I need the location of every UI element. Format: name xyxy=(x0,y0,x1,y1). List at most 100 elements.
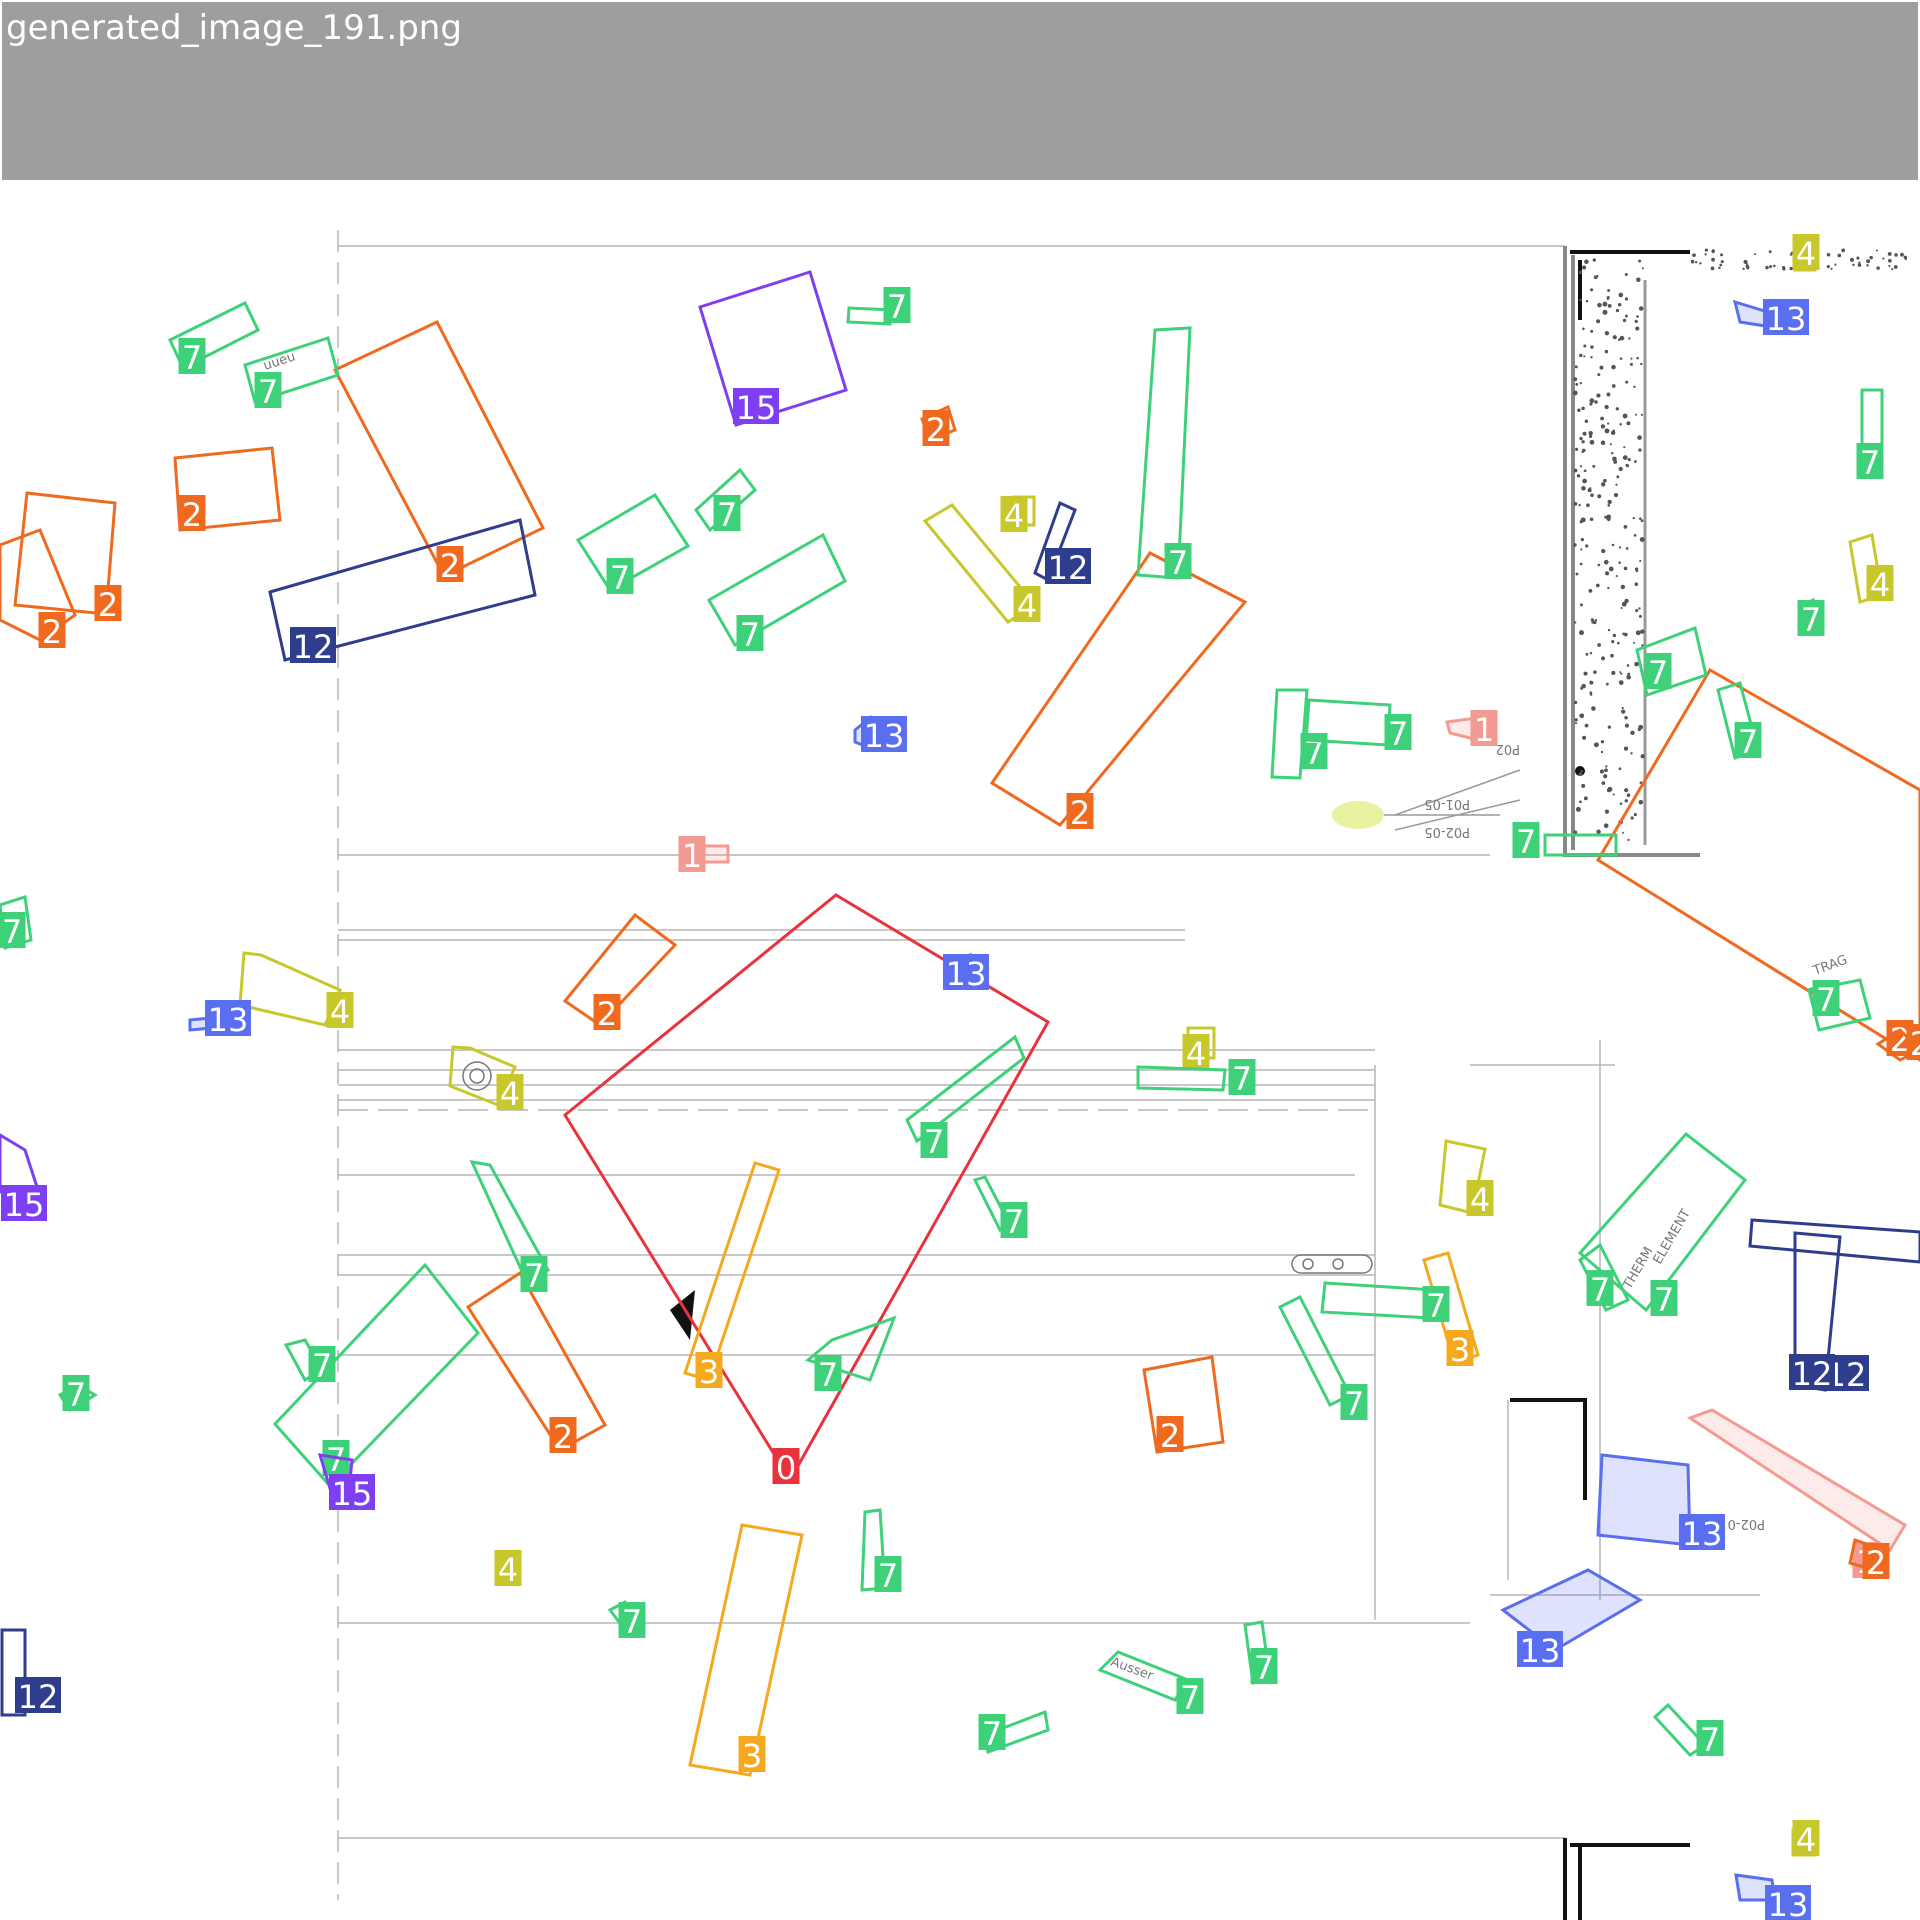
annotation-label: 4 xyxy=(1470,1181,1490,1219)
annotation-77: 15 xyxy=(0,1133,47,1224)
annotation-label: 2 xyxy=(553,1418,573,1456)
annotation-box xyxy=(1543,833,1618,857)
annotation-label: 2 xyxy=(926,411,946,449)
annotation-60: 7 xyxy=(1097,1650,1204,1717)
annotation-35: 7 xyxy=(1136,326,1192,582)
annotation-label: 15 xyxy=(4,1186,45,1224)
annotation-label-bg xyxy=(678,836,706,872)
annotation-label-bg xyxy=(254,372,282,408)
annotation-label-bg xyxy=(1,1185,47,1221)
annotation-40: 7 xyxy=(1270,688,1328,780)
annotation-label-bg xyxy=(178,338,206,374)
annotation-label-bg xyxy=(1734,722,1762,758)
annotation-box xyxy=(1635,625,1708,697)
annotation-label: 2 xyxy=(182,496,202,534)
annotation-layer: 0111222222222222333444444444477777777777… xyxy=(0,234,1920,1920)
annotation-label: 12 xyxy=(293,628,334,666)
annotation-label: 4 xyxy=(1870,566,1890,604)
annotation-33: 7 xyxy=(575,492,691,597)
annotation-label-bg xyxy=(549,1417,577,1453)
annotation-36: 7 xyxy=(1856,388,1884,482)
annotation-box xyxy=(272,1262,480,1489)
annotation-box xyxy=(0,1628,27,1717)
plan-text: P02-0 xyxy=(1728,1516,1765,1531)
annotation-61: 7 xyxy=(978,1709,1050,1755)
annotation-box xyxy=(469,1160,551,1280)
annotation-41: 7 xyxy=(1304,698,1412,753)
annotation-label-bg xyxy=(736,615,764,651)
annotation-label: 1 xyxy=(682,837,702,875)
annotation-label-bg xyxy=(1045,548,1091,584)
annotation-18: 3 xyxy=(688,1523,804,1777)
annotation-65: 12 xyxy=(1033,500,1091,587)
annotation-label-bg xyxy=(943,954,989,990)
annotation-32: 7 xyxy=(694,467,758,534)
annotation-10: 2 xyxy=(562,912,678,1033)
annotation-label: 7 xyxy=(1180,1679,1200,1717)
annotation-64: 12 xyxy=(268,518,537,666)
annotation-label: 3 xyxy=(742,1737,762,1775)
annotation-label: 15 xyxy=(736,389,777,427)
annotation-label: 2 xyxy=(1160,1417,1180,1455)
annotation-label-bg xyxy=(1384,714,1412,750)
annotation-label-bg xyxy=(1000,496,1028,532)
annotation-74: 13 xyxy=(1734,1873,1811,1920)
annotation-box xyxy=(846,306,894,326)
annotation-label-bg xyxy=(695,1352,723,1388)
annotation-label: 7 xyxy=(1426,1287,1446,1325)
annotation-label: 4 xyxy=(1796,235,1816,273)
annotation-75: 15 xyxy=(317,1453,375,1513)
annotation-label-bg xyxy=(883,287,911,323)
annotation-box xyxy=(0,1133,41,1194)
annotation-label: 2 xyxy=(42,613,62,651)
annotation-label: 7 xyxy=(2,913,22,951)
annotation-label: 4 xyxy=(1017,587,1037,625)
annotation-label: 7 xyxy=(982,1715,1002,1753)
annotation-label-bg xyxy=(205,1000,251,1036)
annotation-label: 7 xyxy=(524,1257,544,1295)
annotation-label: 15 xyxy=(332,1475,373,1513)
annotation-12: 2 xyxy=(465,1270,608,1456)
annotation-label-bg xyxy=(308,1346,336,1382)
annotation-label-bg xyxy=(1000,1202,1028,1238)
annotation-label-bg xyxy=(329,1474,375,1510)
annotation-box xyxy=(989,551,1248,827)
annotation-box xyxy=(562,912,678,1027)
annotation-73: 13 xyxy=(1596,1453,1725,1553)
annotation-label: 4 xyxy=(498,1551,518,1589)
annotation-46: 7 xyxy=(905,1034,1026,1161)
annotation-label: 7 xyxy=(887,288,907,326)
annotation-label: 3 xyxy=(699,1353,719,1391)
annotation-label: 12 xyxy=(1048,549,1089,587)
annotation-label-bg xyxy=(1650,1280,1678,1316)
annotation-label-bg xyxy=(0,912,26,948)
annotation-label-bg xyxy=(1906,1024,1920,1060)
annotation-43: 7 xyxy=(0,895,33,951)
annotation-24: 4 xyxy=(448,1045,524,1113)
annotation-34: 7 xyxy=(706,532,847,654)
annotation-label-bg xyxy=(1466,1180,1494,1216)
annotation-box xyxy=(1033,500,1077,583)
annotation-box xyxy=(243,336,340,404)
annotation-56: 7 xyxy=(1578,1242,1631,1312)
annotation-label: 7 xyxy=(1816,981,1836,1019)
annotation-label: 7 xyxy=(1254,1649,1274,1687)
annotation-label: 7 xyxy=(717,496,737,534)
annotation-label: 2 xyxy=(1866,1544,1886,1582)
annotation-box xyxy=(465,1270,608,1452)
title-bar: generated_image_191.png xyxy=(2,2,1918,180)
annotation-label-bg xyxy=(1422,1286,1450,1322)
annotation-label: 7 xyxy=(258,373,278,411)
annotation-23: 4 xyxy=(238,951,354,1031)
annotation-label: 0 xyxy=(776,1449,796,1487)
annotation-label: 2 xyxy=(440,547,460,585)
annotation-label-bg xyxy=(290,627,336,663)
annotation-box xyxy=(1807,978,1872,1032)
annotation-5: 2 xyxy=(173,446,282,534)
annotation-label-bg xyxy=(1164,543,1192,579)
annotation-37: 7 xyxy=(1797,597,1825,639)
annotation-22: 4 xyxy=(1848,533,1894,604)
annotation-label-bg xyxy=(772,1448,800,1484)
annotation-box xyxy=(1142,1355,1225,1454)
